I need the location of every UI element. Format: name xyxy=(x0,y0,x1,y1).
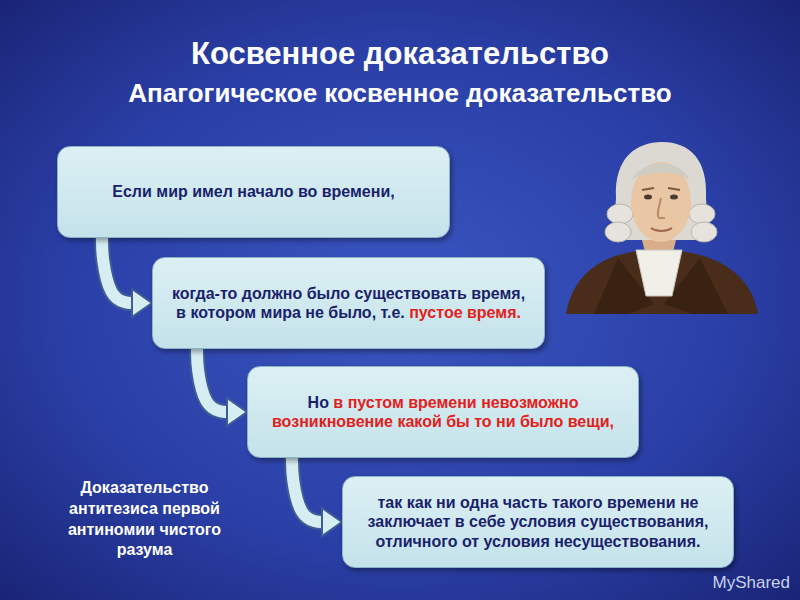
box-text: когда-то должно было существовать время,… xyxy=(167,284,530,322)
box-text: Но в пустом времени невозможно возникнов… xyxy=(262,393,624,431)
process-box: так как ни одна часть такого времени не … xyxy=(342,476,734,568)
eye xyxy=(644,195,652,200)
coat xyxy=(566,250,758,314)
arrow-body xyxy=(292,458,322,522)
flow-arrow xyxy=(292,458,342,536)
eye xyxy=(670,195,678,200)
face xyxy=(631,162,691,242)
process-box: Но в пустом времени невозможно возникнов… xyxy=(247,366,639,458)
flow-arrow xyxy=(102,238,152,317)
arrow-head xyxy=(132,289,152,317)
slide-title: Косвенное доказательство xyxy=(0,36,800,72)
arrow-head xyxy=(322,508,342,536)
cravat xyxy=(636,250,682,296)
watermark: MyShared xyxy=(640,573,790,593)
nose xyxy=(658,198,665,218)
brow xyxy=(642,188,654,190)
box-text: так как ни одна часть такого времени не … xyxy=(357,493,719,551)
arrow-body xyxy=(102,238,132,303)
kant-portrait xyxy=(558,128,765,314)
arrow-outline xyxy=(292,458,322,522)
side-note: Доказательство антитезиса первой антином… xyxy=(42,478,247,561)
arrow-outline xyxy=(102,238,132,303)
brow xyxy=(668,188,680,190)
wig-curl xyxy=(689,204,715,224)
arrow-head xyxy=(227,398,247,426)
highlight-text: пустое время. xyxy=(409,304,521,321)
flow-arrow xyxy=(197,349,247,426)
subtitle: Апагогическое косвенное доказательство xyxy=(0,78,800,109)
plain-text: Но xyxy=(308,394,334,411)
arrow-body xyxy=(197,349,227,412)
wig-curl xyxy=(691,222,717,242)
wig-front xyxy=(632,164,690,181)
mouth xyxy=(651,228,672,231)
wig-curl xyxy=(607,204,633,224)
box-text: Если мир имел начало во времени, xyxy=(112,182,394,201)
process-box: когда-то должно было существовать время,… xyxy=(152,257,545,349)
wig-curl xyxy=(605,222,631,242)
process-box: Если мир имел начало во времени, xyxy=(57,146,450,238)
arrow-outline xyxy=(197,349,227,412)
